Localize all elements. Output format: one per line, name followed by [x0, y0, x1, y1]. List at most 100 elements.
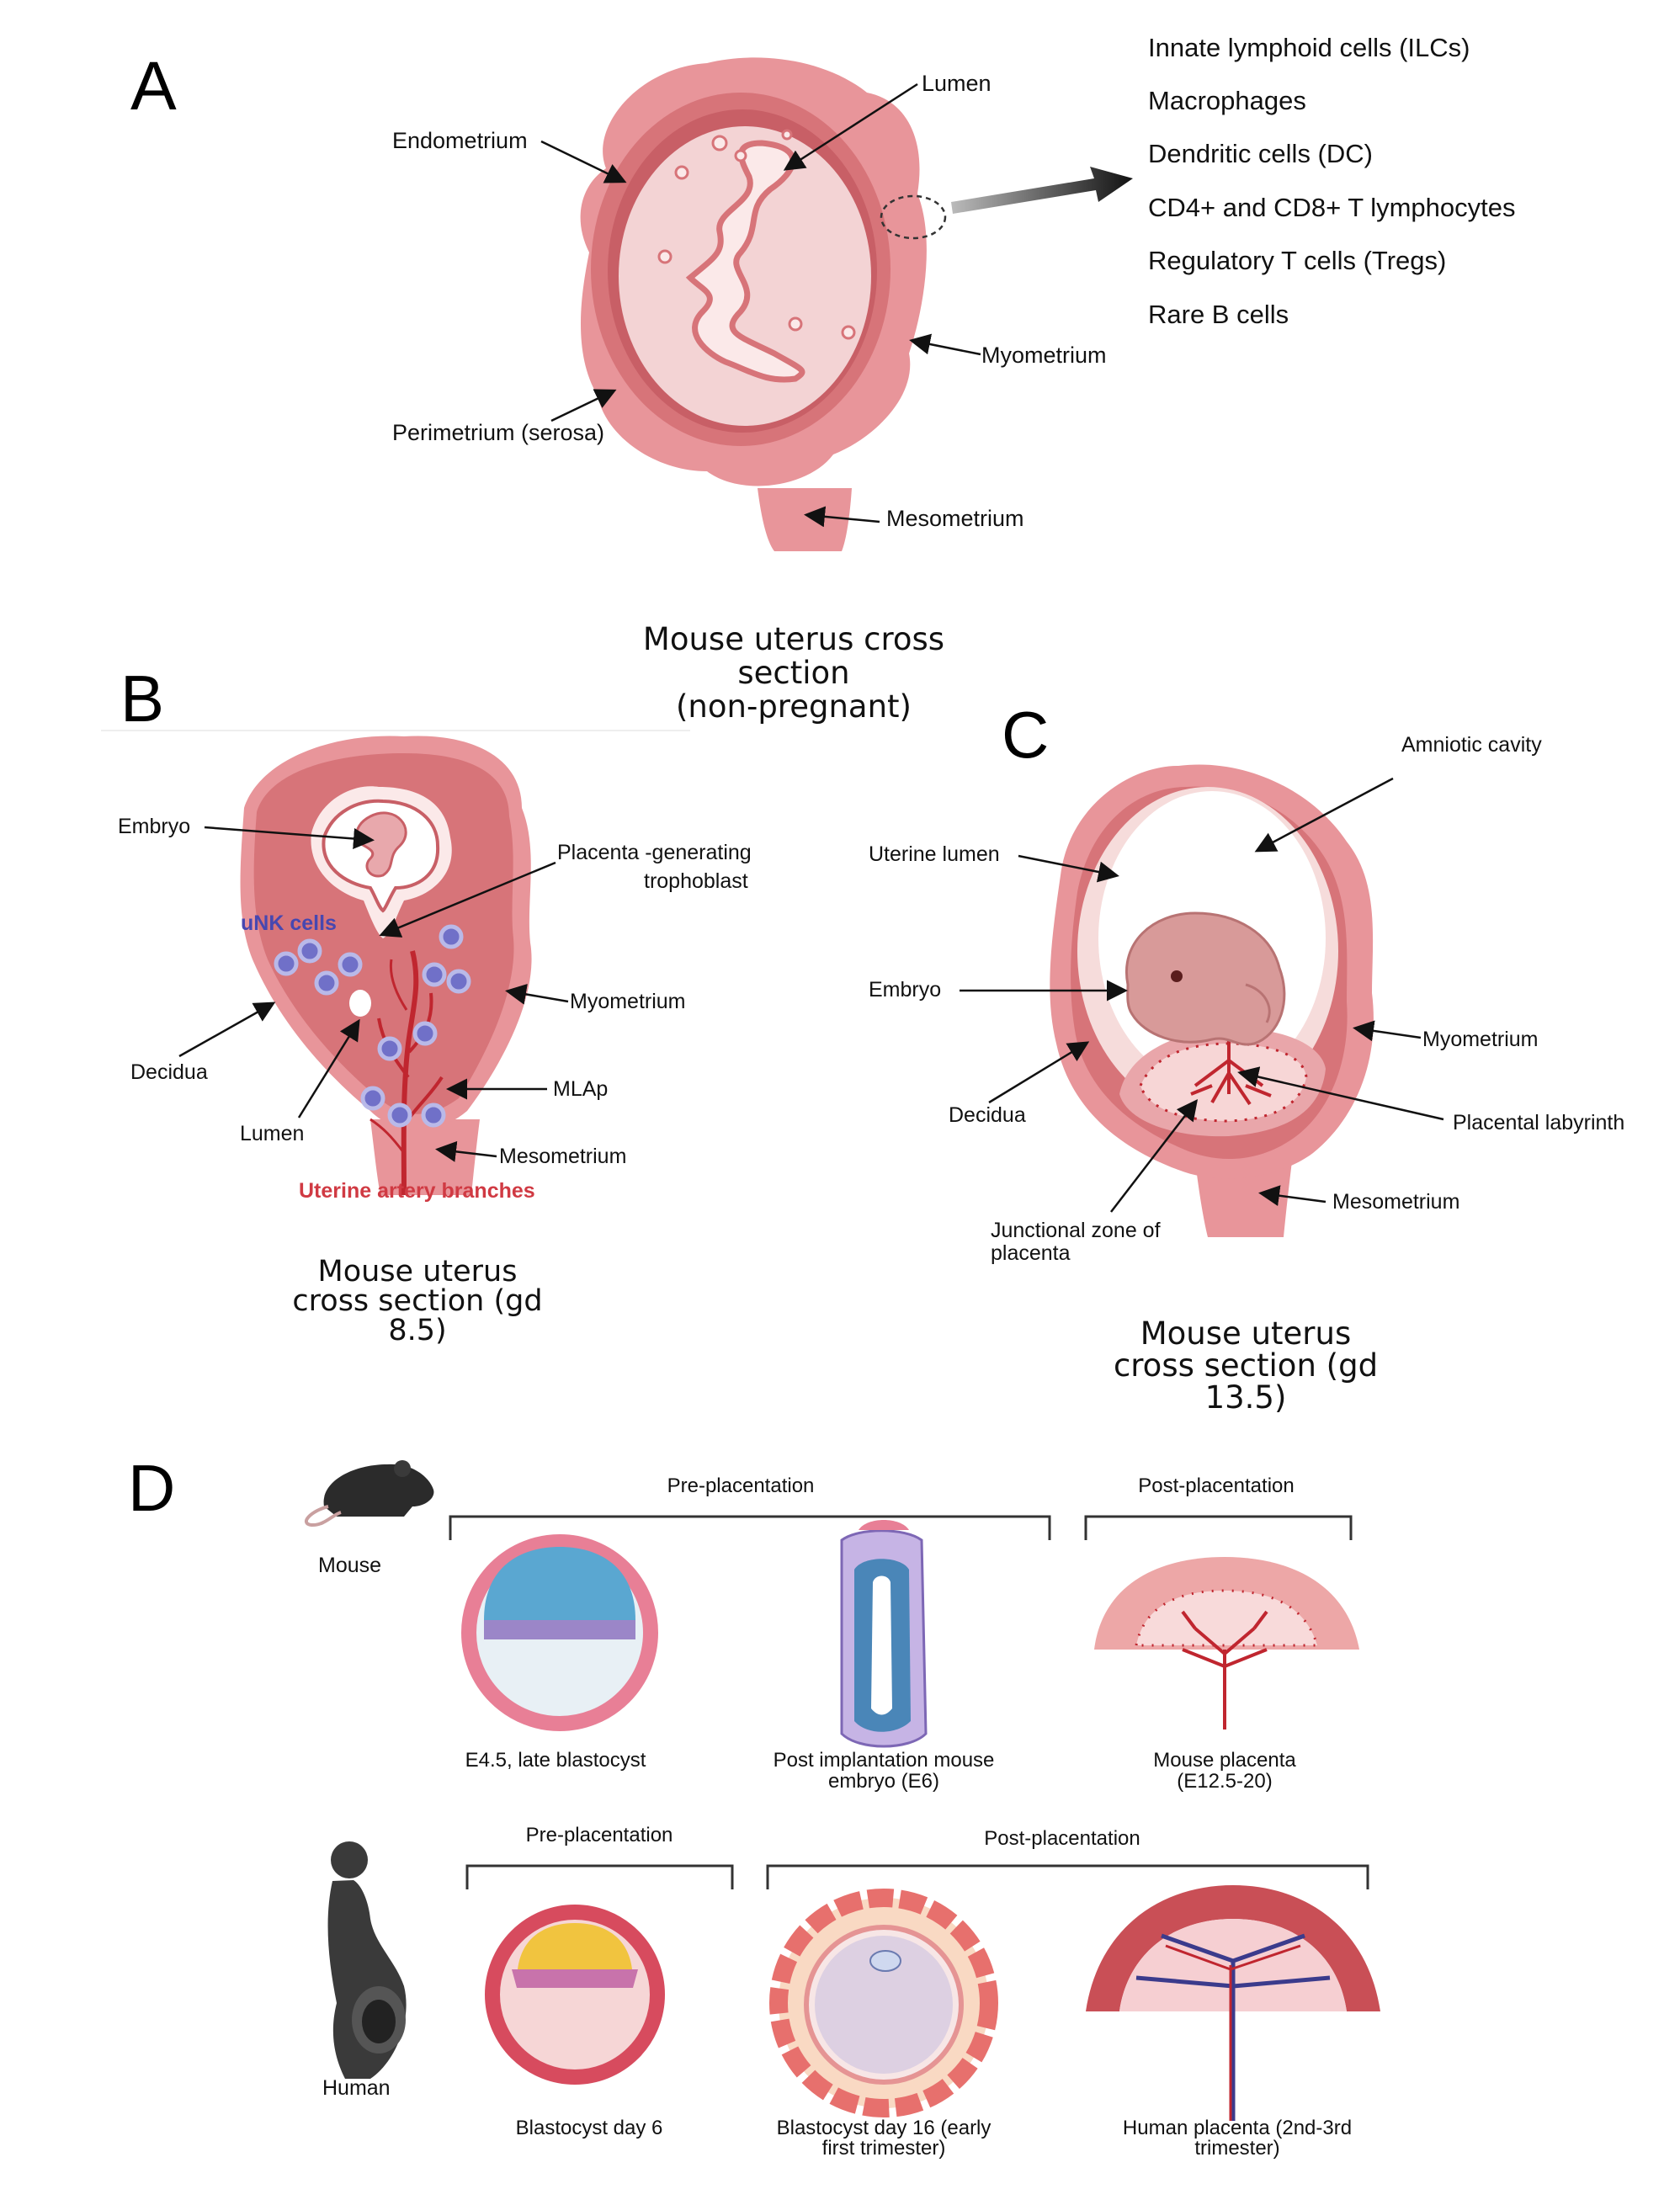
label-mlap: MLAp — [553, 1077, 608, 1101]
label-uterine-artery: Uterine artery branches — [299, 1179, 535, 1203]
label-mesometrium-b: Mesometrium — [499, 1145, 626, 1168]
pregnant-human-icon — [327, 1841, 407, 2079]
mouse-item-embryo-2: embryo (E6) — [828, 1770, 939, 1793]
arrow-decidua-c — [988, 1041, 1090, 1104]
mouse-item-embryo-1: Post implantation mouse — [774, 1749, 995, 1772]
immune-cell-item: Rare B cells — [1148, 300, 1289, 329]
panel-b-letter: B — [120, 662, 164, 736]
label-myometrium: Myometrium — [981, 343, 1107, 368]
human-item-blastocyst-day16-1: Blastocyst day 16 (early — [777, 2117, 992, 2139]
label-uterine-lumen: Uterine lumen — [869, 842, 1000, 866]
arrow-mesometrium — [804, 506, 880, 528]
panel-a: A Lumen Endometrium Myometrium — [130, 33, 1516, 725]
panel-a-letter: A — [130, 48, 177, 125]
arrow-embryo-b — [204, 826, 375, 849]
caption-a-line: Mouse uterus cross — [643, 621, 944, 657]
arrow-myometrium — [909, 333, 981, 356]
label-junctional-zone-1: Junctional zone of — [991, 1219, 1161, 1242]
arrow-placental-labyrinth — [1237, 1066, 1444, 1121]
panel-c-letter: C — [1002, 698, 1049, 772]
mouse-item-placenta-2: (E12.5-20) — [1177, 1770, 1272, 1793]
mouse-icon — [304, 1460, 434, 1528]
caption-c-line: Mouse uterus — [1140, 1315, 1351, 1352]
label-human-post-placentation: Post-placentation — [984, 1827, 1140, 1850]
uterus-gd13-illustration — [1050, 764, 1374, 1237]
human-item-blastocyst-day16-2: first trimester) — [822, 2137, 946, 2160]
label-myometrium-b: Myometrium — [570, 990, 686, 1013]
label-embryo-c: Embryo — [869, 978, 941, 1002]
label-human: Human — [322, 2076, 391, 2100]
label-lumen-b: Lumen — [240, 1122, 304, 1145]
caption-a-line: section — [737, 655, 849, 691]
label-unk-cells: uNK cells — [241, 911, 337, 935]
label-endometrium: Endometrium — [392, 128, 528, 153]
caption-c: Mouse uterus cross section (gd 13.5) — [1114, 1315, 1378, 1416]
label-human-pre-placentation: Pre-placentation — [526, 1824, 673, 1846]
label-decidua-b: Decidua — [130, 1060, 208, 1084]
immune-cell-item: Regulatory T cells (Tregs) — [1148, 246, 1446, 275]
caption-b-line: 8.5) — [388, 1314, 446, 1347]
label-placenta-b-1: Placenta -generating — [557, 841, 752, 864]
mouse-item-blastocyst: E4.5, late blastocyst — [465, 1749, 646, 1772]
arrow-perimetrium — [550, 389, 617, 422]
label-embryo-b: Embryo — [118, 815, 190, 838]
immune-cell-item: Innate lymphoid cells (ILCs) — [1148, 33, 1470, 62]
label-placenta-b-2: trophoblast — [644, 869, 748, 893]
label-placental-labyrinth: Placental labyrinth — [1453, 1111, 1624, 1134]
human-item-placenta-1: Human placenta (2nd-3rd — [1123, 2117, 1352, 2139]
immune-cells-arrow — [951, 167, 1133, 214]
human-item-placenta-2: trimester) — [1194, 2137, 1279, 2160]
arrow-myometrium-b — [505, 984, 569, 1005]
bracket-human-pre — [465, 1864, 734, 1889]
panel-d-letter: D — [128, 1451, 175, 1525]
bracket-human-post — [766, 1864, 1369, 1889]
mouse-post-implantation-embryo — [840, 1520, 928, 1748]
label-mesometrium: Mesometrium — [886, 506, 1024, 531]
immune-cell-item: Dendritic cells (DC) — [1148, 139, 1373, 168]
arrow-mesometrium-b — [435, 1140, 497, 1162]
arrow-placenta-b — [379, 861, 556, 938]
uterus-nonpregnant-illustration — [580, 57, 947, 551]
panel-b: B — [101, 662, 752, 1347]
immune-cell-list: Innate lymphoid cells (ILCs) Macrophages… — [1148, 33, 1516, 329]
human-blastocyst-day6 — [485, 1905, 665, 2085]
label-mouse-post-placentation: Post-placentation — [1138, 1474, 1294, 1497]
bracket-mouse-pre — [449, 1515, 1051, 1540]
panel-c: C Amniotic cavity Uterine lumen Embryo M… — [869, 698, 1624, 1416]
caption-c-line: 13.5) — [1205, 1379, 1287, 1416]
unk-cells — [274, 924, 471, 1128]
mouse-item-placenta-1: Mouse placenta — [1153, 1749, 1296, 1772]
panel-d: D Mouse Pre-placentation Post-placentati… — [128, 1451, 1380, 2160]
label-amniotic-cavity: Amniotic cavity — [1401, 733, 1542, 757]
caption-b-line: Mouse uterus — [318, 1255, 518, 1288]
arrow-lumen — [783, 82, 918, 171]
label-decidua-c: Decidua — [949, 1103, 1026, 1127]
label-mesometrium-c: Mesometrium — [1332, 1190, 1459, 1214]
label-mouse: Mouse — [318, 1554, 381, 1577]
arrow-decidua-b — [178, 1002, 276, 1058]
immune-cell-item: CD4+ and CD8+ T lymphocytes — [1148, 193, 1516, 222]
arrow-myometrium-c — [1353, 1020, 1422, 1042]
bracket-mouse-post — [1084, 1515, 1353, 1540]
caption-b-line: cross section (gd — [292, 1284, 542, 1318]
arrow-lumen-b — [297, 1018, 360, 1118]
arrow-uterine-lumen — [1018, 854, 1119, 883]
caption-a: Mouse uterus cross section (non-pregnant… — [643, 621, 944, 725]
mouse-placenta — [1094, 1557, 1359, 1729]
arrow-endometrium — [540, 140, 627, 183]
caption-b: Mouse uterus cross section (gd 8.5) — [292, 1255, 542, 1347]
label-lumen: Lumen — [922, 71, 992, 96]
label-mouse-pre-placentation: Pre-placentation — [667, 1474, 815, 1497]
arrow-mesometrium-c — [1258, 1185, 1326, 1207]
human-placenta — [1086, 1885, 1380, 2121]
tissue-zoom-circle — [880, 194, 947, 240]
arrow-amniotic-cavity — [1254, 777, 1394, 853]
caption-a-line: (non-pregnant) — [676, 688, 912, 725]
label-perimetrium: Perimetrium (serosa) — [392, 420, 604, 445]
arrow-junctional-zone — [1110, 1099, 1199, 1213]
caption-c-line: cross section (gd — [1114, 1347, 1378, 1384]
mouse-late-blastocyst — [461, 1534, 658, 1731]
human-item-blastocyst-day6: Blastocyst day 6 — [516, 2117, 663, 2139]
immune-cell-item: Macrophages — [1148, 86, 1306, 115]
